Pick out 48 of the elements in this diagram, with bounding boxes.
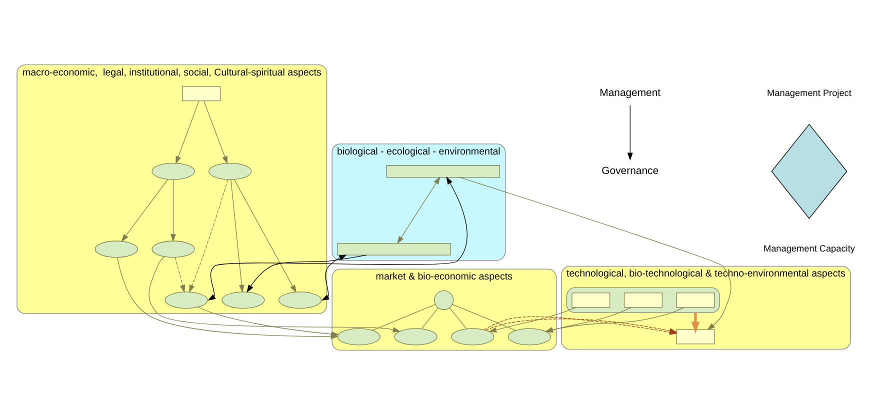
arrow [174, 256, 185, 292]
node-ellipse [151, 240, 194, 258]
arrow [203, 100, 228, 164]
arrow [233, 178, 296, 292]
arrow [246, 254, 367, 292]
node-ellipse [336, 328, 380, 345]
connector [420, 307, 438, 329]
node-diamond [770, 123, 847, 218]
connector [372, 304, 435, 330]
connector [452, 304, 516, 330]
arrow [690, 312, 700, 334]
arrow [148, 256, 400, 332]
node-ellipse [507, 328, 551, 345]
node-box [571, 292, 610, 308]
connector [448, 306, 467, 329]
node-bar [336, 242, 451, 255]
arrow [207, 176, 467, 300]
node-ellipse [164, 291, 208, 308]
node-bar [386, 164, 500, 178]
node-ellipse [221, 291, 264, 308]
arrow [458, 176, 731, 330]
arrow [230, 178, 244, 292]
arrow [197, 306, 339, 336]
node-ellipse [394, 328, 437, 345]
arrow [170, 178, 176, 242]
cluster [566, 286, 720, 312]
node-box [623, 292, 662, 308]
arrow [175, 100, 199, 164]
arrow [120, 178, 168, 242]
cluster: macro-economic, legal, institutional, social, Cultural-spiritual aspects [16, 64, 327, 314]
node-ellipse [208, 162, 252, 180]
cluster: technological, bio-technological & techno-environmental aspects [560, 265, 850, 349]
label: Management Project [766, 88, 851, 98]
node-ellipse [450, 328, 494, 345]
arrow [396, 176, 440, 244]
node-box [182, 86, 220, 101]
node-text: Management [599, 88, 660, 99]
node-box [676, 292, 714, 308]
node-ellipse [94, 240, 138, 258]
node-text: Governance [601, 165, 658, 176]
arrow [188, 178, 228, 292]
node-box [676, 328, 714, 344]
label: Management Capacity [762, 243, 854, 254]
node-ellipse [151, 162, 194, 180]
node-circle [434, 290, 454, 310]
node-ellipse [278, 291, 322, 308]
arrow [626, 104, 632, 160]
arrow [320, 254, 346, 300]
